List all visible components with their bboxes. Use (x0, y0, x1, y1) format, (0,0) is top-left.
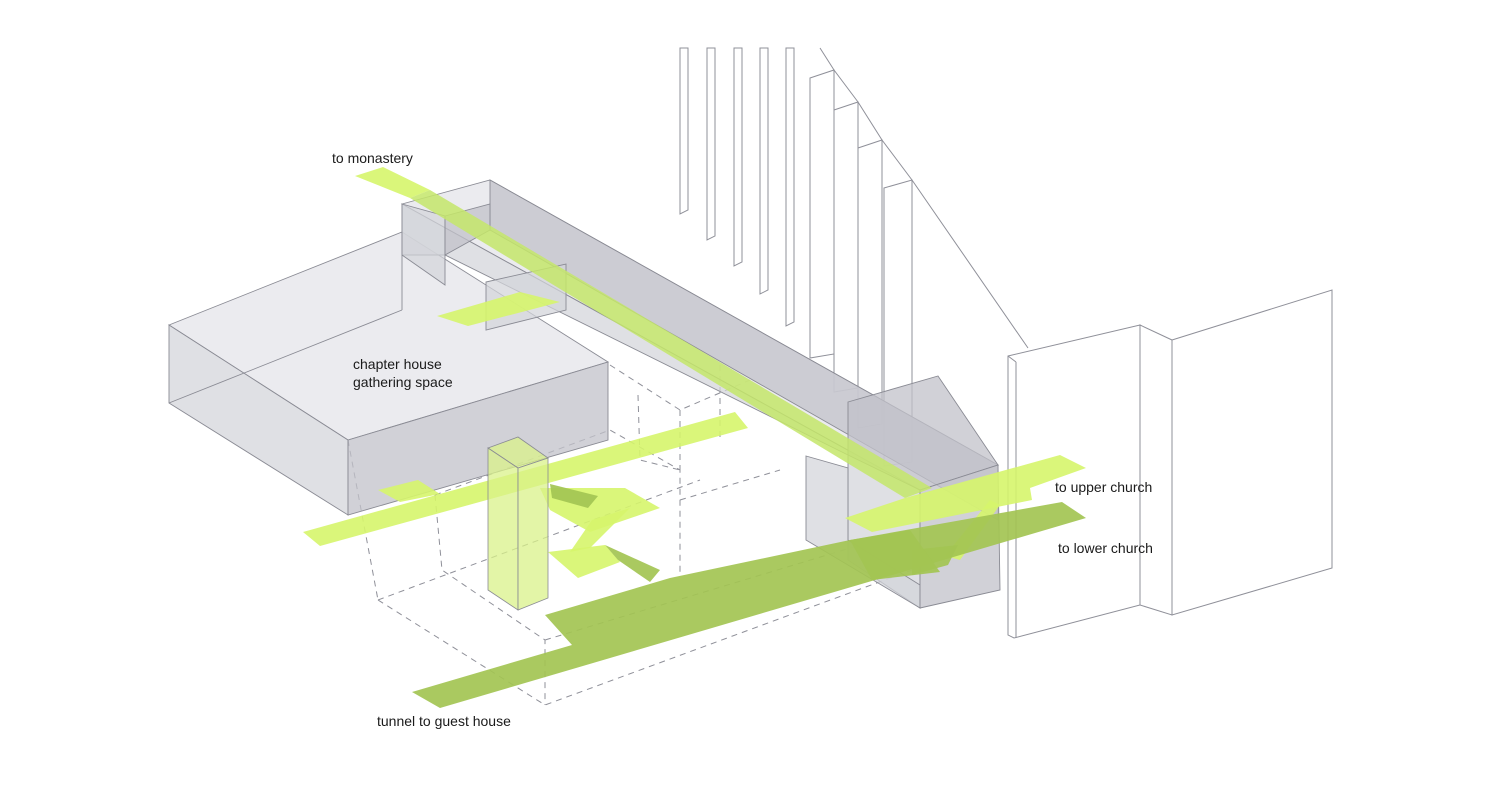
lower-level-tunnel (412, 502, 1086, 708)
glass-column (487, 436, 549, 611)
label-to-lower-church: to lower church (1058, 540, 1153, 556)
label-tunnel-to-guest-house: tunnel to guest house (377, 713, 511, 729)
label-to-upper-church: to upper church (1055, 479, 1152, 495)
label-gathering-space: gathering space (353, 374, 453, 390)
label-chapter-house: chapter house (353, 356, 442, 372)
church-volumes (1007, 289, 1333, 639)
chapter-house-mass (168, 231, 610, 516)
label-to-monastery: to monastery (332, 150, 413, 166)
